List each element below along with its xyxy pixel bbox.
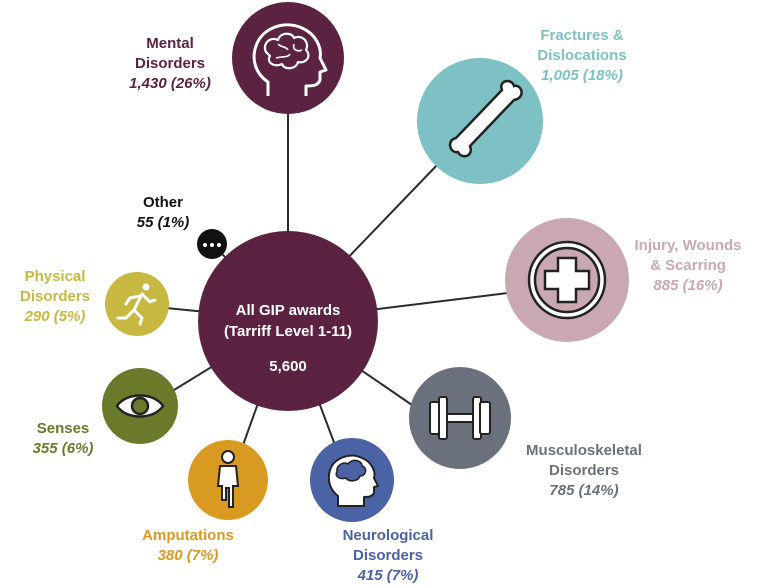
label-amputations-value: 380 (7%) [157, 547, 219, 564]
label-mental-value: 1,430 (26%) [129, 75, 211, 92]
label-injury-value: 885 (16%) [653, 277, 723, 294]
node-neuro [310, 438, 394, 522]
label-fractures: Fractures & Dislocations 1,005 (18%) [520, 26, 644, 86]
label-musculo-value: 785 (14%) [549, 482, 619, 499]
label-neuro-value: 415 (7%) [357, 567, 419, 584]
label-physical-name-2: Disorders [19, 288, 91, 305]
head-brain-icon [252, 23, 328, 96]
label-musculo-name-1: Musculoskeletal [526, 442, 642, 459]
medical-cross-icon [527, 240, 607, 320]
center-total: 5,600 [269, 358, 307, 375]
node-physical [105, 272, 169, 336]
label-neuro: Neurological Disorders 415 (7%) [328, 526, 448, 586]
person-amputee-icon [216, 450, 240, 508]
label-injury-name-1: Injury, Wounds [634, 237, 742, 254]
label-mental-name-1: Mental [146, 35, 194, 52]
label-neuro-name-2: Disorders [352, 547, 424, 564]
label-mental-name-2: Disorders [134, 55, 206, 72]
label-neuro-name-1: Neurological [342, 527, 434, 544]
node-injury [505, 218, 629, 342]
dumbbell-icon [429, 396, 491, 440]
node-other [197, 229, 227, 259]
label-physical-name-1: Physical [24, 268, 86, 285]
label-fractures-name-1: Fractures & [540, 27, 624, 44]
label-senses-value: 355 (6%) [32, 440, 94, 457]
label-other-value: 55 (1%) [136, 214, 190, 231]
head-brain-icon [327, 454, 379, 507]
center-title: All GIP awards [236, 302, 341, 319]
label-other-name-1: Other [142, 194, 183, 211]
label-fractures-name-2: Dislocations [537, 47, 627, 64]
node-fractures [417, 58, 543, 184]
center-node [198, 231, 378, 411]
label-amputations: Amputations 380 (7%) [128, 526, 248, 566]
label-musculo-name-2: Disorders [548, 462, 620, 479]
label-amputations-name-1: Amputations [142, 527, 234, 544]
node-senses [102, 368, 178, 444]
label-physical: Physical Disorders 290 (5%) [10, 267, 100, 327]
center-subtitle: (Tarriff Level 1-11) [224, 323, 352, 340]
label-senses: Senses 355 (6%) [18, 419, 108, 459]
label-fractures-value: 1,005 (18%) [541, 67, 623, 84]
bone-icon [448, 79, 523, 158]
label-senses-name-1: Senses [36, 420, 90, 437]
label-injury-name-2: & Scarring [650, 257, 726, 274]
label-injury: Injury, Wounds & Scarring 885 (16%) [622, 236, 754, 296]
ellipsis-icon [203, 243, 221, 247]
node-amputations [188, 440, 268, 520]
node-musculo [409, 367, 511, 469]
label-mental: Mental Disorders 1,430 (26%) [118, 34, 222, 94]
eye-icon [115, 394, 165, 418]
node-mental [232, 2, 344, 114]
label-musculo: Musculoskeletal Disorders 785 (14%) [512, 441, 656, 501]
label-physical-value: 290 (5%) [24, 308, 86, 325]
running-person-icon [116, 283, 157, 326]
label-other: Other 55 (1%) [122, 193, 204, 233]
